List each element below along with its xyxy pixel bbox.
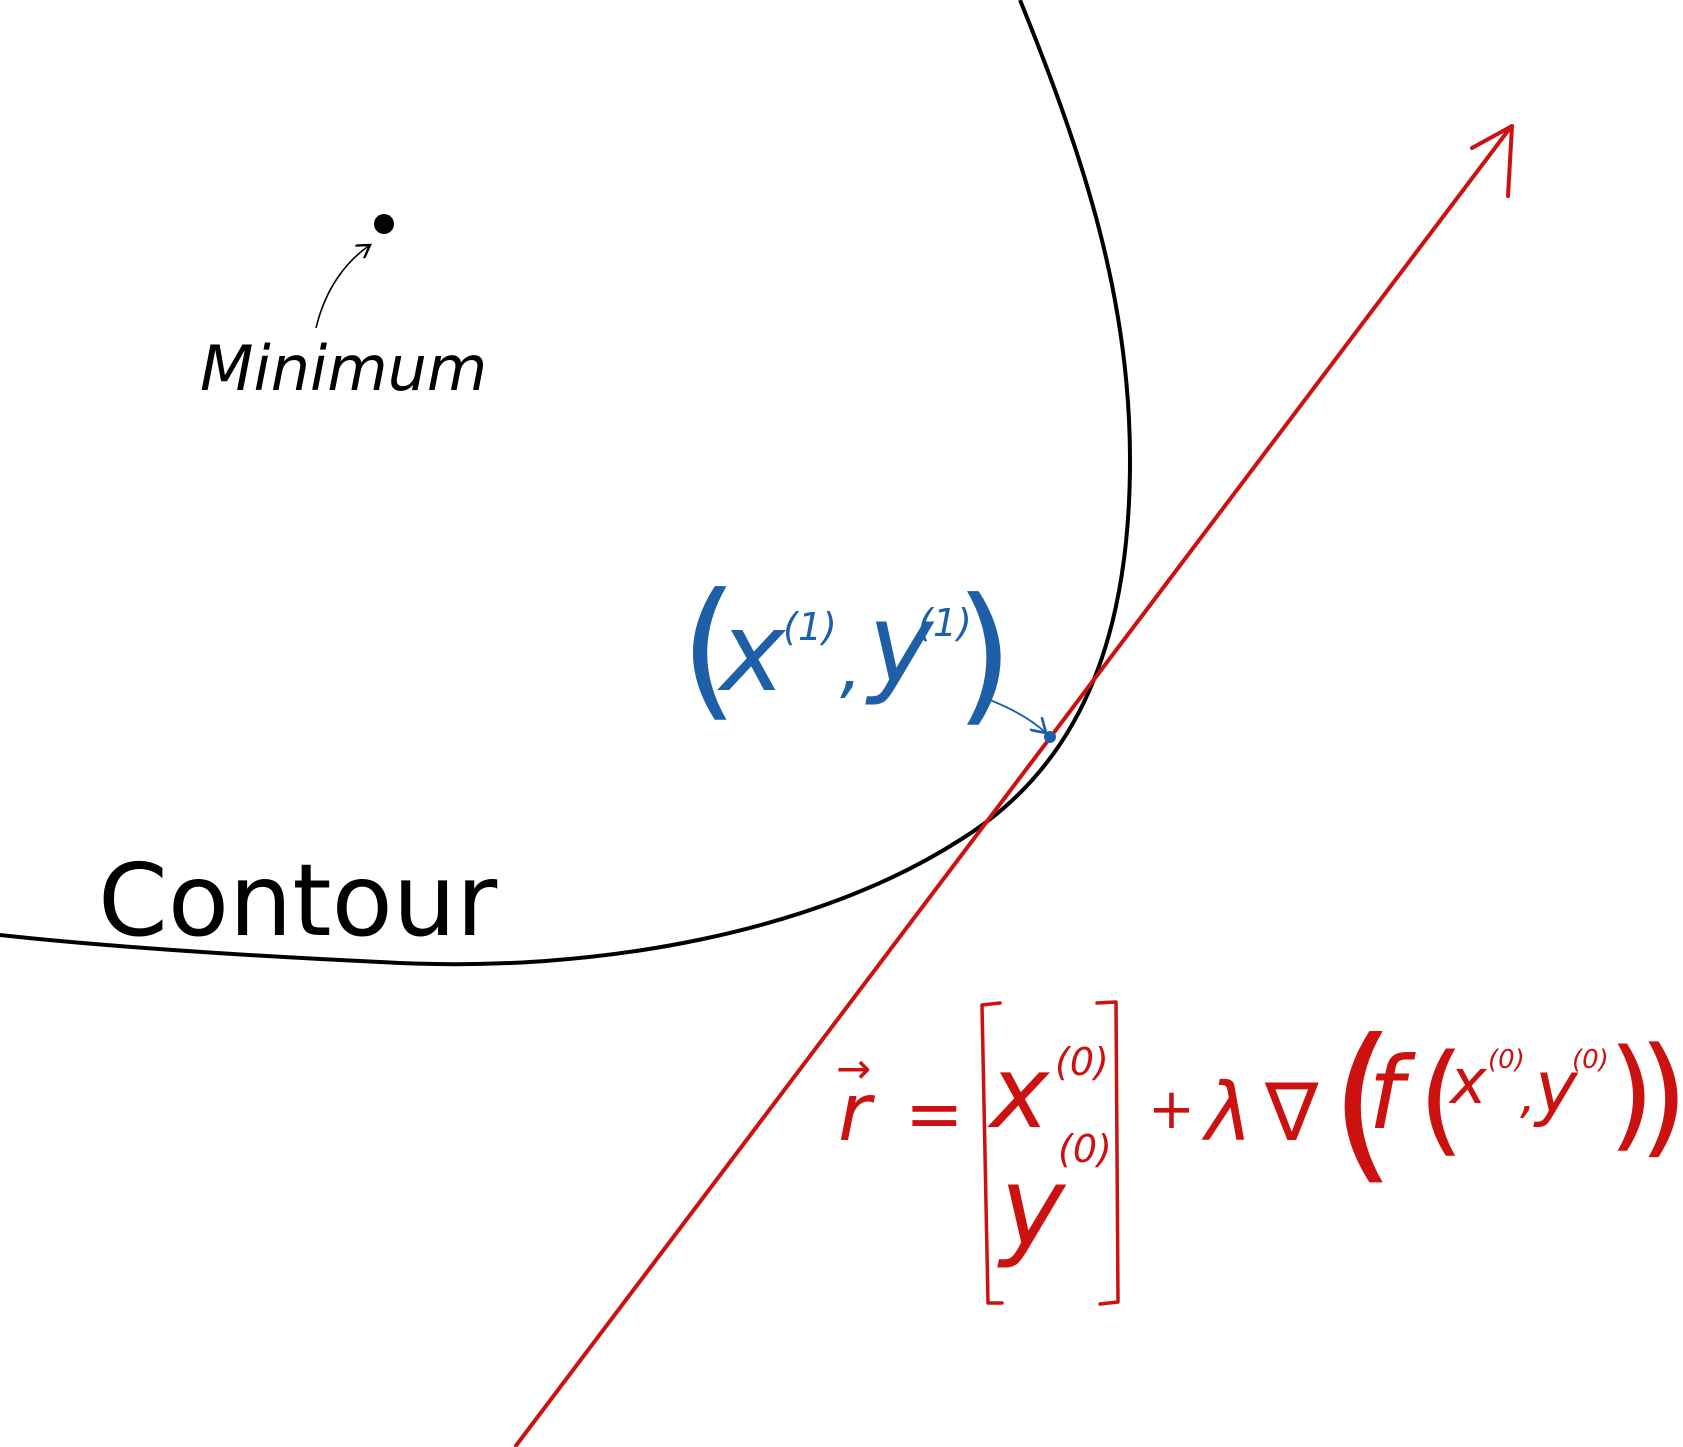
eq-open-inner-paren: (	[1418, 1030, 1465, 1169]
gradient-ray-line	[513, 126, 1512, 1447]
eq-open-outer-paren: (	[1330, 1003, 1396, 1201]
eq-vec-arrow: →	[836, 1044, 871, 1093]
eq-arg-y-sup: (0)	[1572, 1045, 1609, 1075]
minimum-label: Minimum	[200, 332, 487, 405]
point-label-comma: ,	[840, 625, 862, 707]
eq-close-inner-paren: )	[1608, 1025, 1655, 1164]
eq-arg-y: y	[1533, 1045, 1579, 1129]
eq-vector-right-bracket	[1095, 1000, 1120, 1306]
eq-vector-bottom-y: y	[997, 1143, 1067, 1271]
point-label: ( x (1) , y (1) )	[680, 562, 1014, 741]
eq-vector-top-x: x	[987, 1034, 1051, 1151]
eq-arg-x-sup: (0)	[1488, 1045, 1525, 1075]
eq-lambda: λ	[1201, 1066, 1252, 1159]
eq-vector-left-bracket	[980, 1001, 1004, 1305]
contour-curve	[0, 0, 1133, 967]
eq-arg-x: x	[1448, 1045, 1488, 1118]
gradient-ray-arrowhead	[1470, 124, 1514, 198]
eq-vector-top-sup: (0)	[1055, 1040, 1109, 1084]
contour-label: Contour	[98, 842, 498, 959]
eq-arg-comma: ,	[1520, 1066, 1536, 1124]
eq-vector-bottom-sup: (0)	[1058, 1127, 1112, 1171]
eq-plus: +	[1148, 1077, 1195, 1142]
point-label-x-sup: (1)	[783, 605, 837, 649]
point-label-y: y	[865, 580, 935, 708]
line-equation: → r = x (0) y (0) + λ ∇ ( f ( x (0) , y …	[836, 1000, 1683, 1306]
eq-f: f	[1368, 1035, 1416, 1152]
eq-close-outer-paren: )	[1638, 1019, 1683, 1171]
eq-lhs-r: r	[838, 1066, 876, 1159]
minimum-point	[374, 214, 394, 234]
eq-equals: =	[905, 1073, 964, 1155]
point-label-x: x	[717, 588, 787, 716]
point-arrow	[989, 699, 1046, 733]
minimum-arrow	[315, 245, 370, 329]
eq-nabla: ∇	[1264, 1066, 1319, 1159]
point-label-open-paren: (	[680, 562, 739, 736]
point-label-close-paren: )	[955, 567, 1014, 741]
point-label-y-sup: (1)	[918, 601, 972, 645]
